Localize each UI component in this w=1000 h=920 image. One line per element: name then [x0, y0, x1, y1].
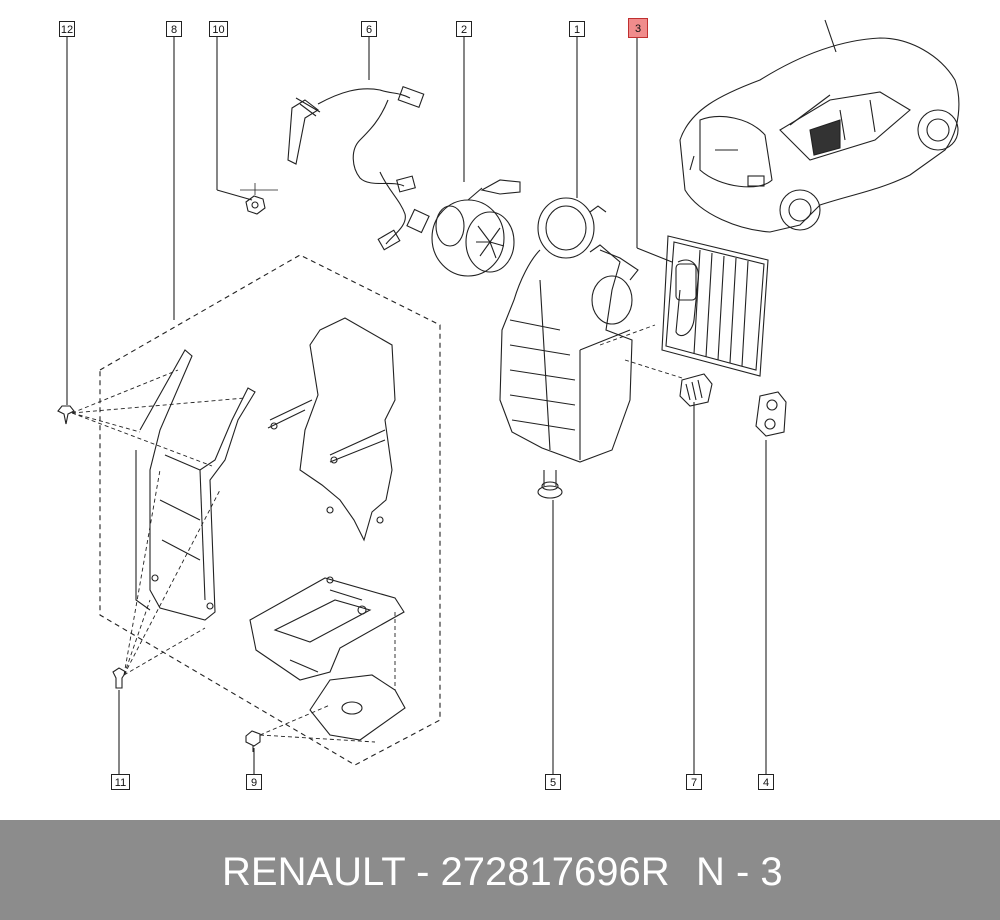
leader-lines: [66, 37, 767, 775]
assembly-group-outline: [99, 254, 441, 766]
callout-8: 8: [166, 21, 182, 37]
vehicle-locator-illustration: [679, 19, 960, 233]
bracket-right-part-8: [267, 317, 396, 542]
sensor-part-7: [679, 373, 713, 407]
parts-diagram: [57, 19, 960, 775]
callout-10: 10: [209, 21, 228, 37]
fastener-leaders: [71, 324, 683, 743]
heater-housing-part-1: [499, 197, 639, 463]
screw-part-9: [245, 730, 261, 752]
bracket-left-part-8: [135, 349, 256, 621]
callout-5: 5: [545, 774, 561, 790]
clip-part-12: [57, 405, 75, 425]
callout-4: 4: [758, 774, 774, 790]
callout-1: 1: [569, 21, 585, 37]
part-number-text: RENAULT - 272817696R: [222, 850, 670, 894]
cover-plate-part-8: [309, 674, 406, 741]
nut-part-10: [240, 183, 278, 215]
wiring-harness-part-6: [287, 85, 430, 251]
expansion-valve-part-4: [755, 391, 787, 437]
callout-9: 9: [246, 774, 262, 790]
part-number-footer: RENAULT - 272817696R N - 3: [0, 820, 1000, 920]
blower-motor-part-2: [431, 179, 521, 277]
drain-grommet-part-5: [537, 470, 563, 499]
callout-7: 7: [686, 774, 702, 790]
callout-12: 12: [59, 21, 75, 37]
diagram-reference-text: N - 3: [696, 850, 783, 894]
callout-6: 6: [361, 21, 377, 37]
screw-part-11: [112, 667, 127, 689]
callout-11: 11: [111, 774, 130, 790]
callout-2: 2: [456, 21, 472, 37]
evaporator-core-part-3: [661, 235, 769, 377]
callout-3-highlighted: 3: [628, 18, 648, 38]
bracket-bottom-part-8: [249, 576, 405, 681]
